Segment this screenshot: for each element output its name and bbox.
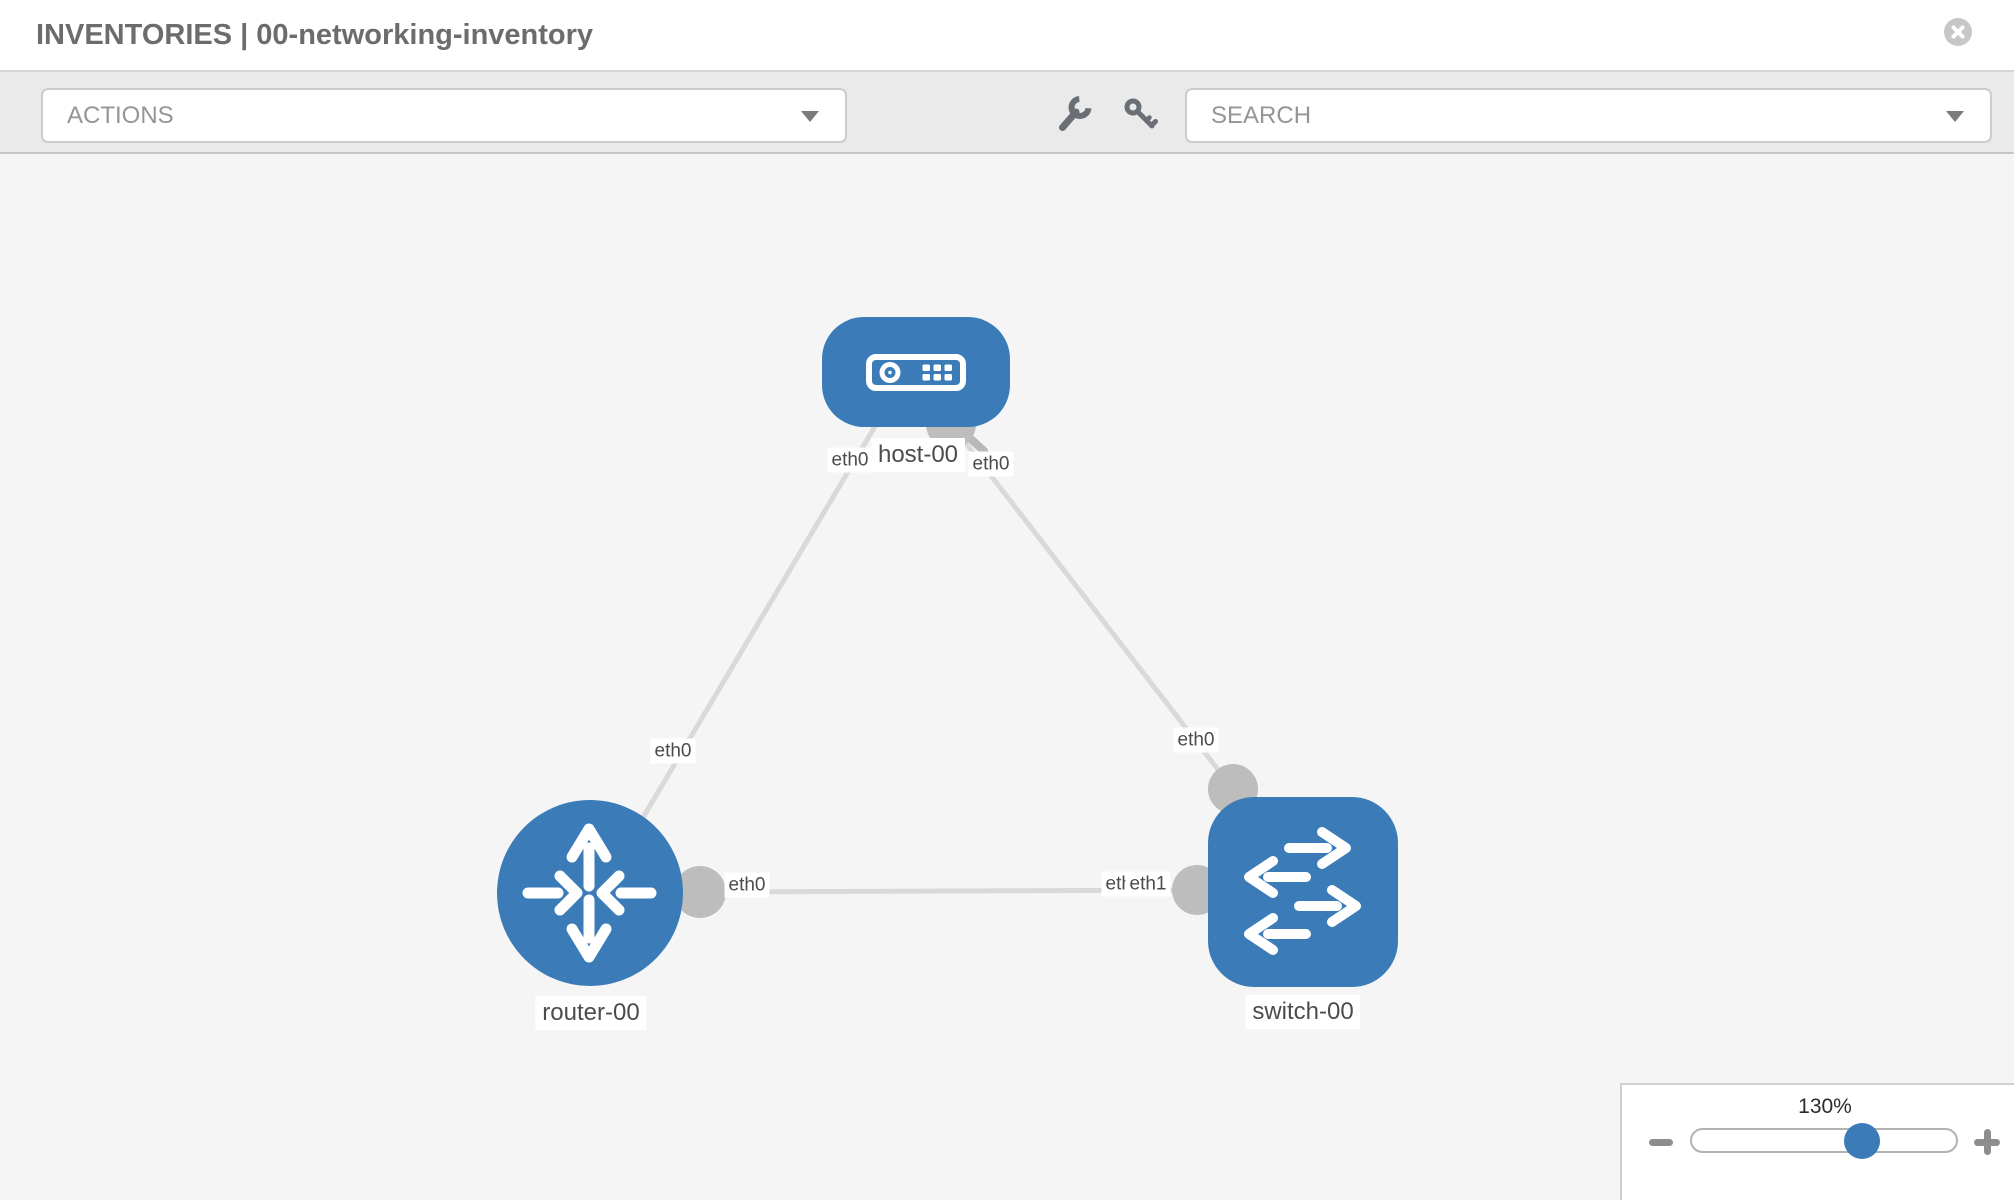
interface-circle-router-eth0[interactable]: [674, 866, 726, 918]
link-host-router[interactable]: [597, 394, 896, 892]
plus-icon: [1983, 1129, 1991, 1155]
host-icon: [866, 354, 966, 391]
minus-icon: [1649, 1139, 1673, 1146]
page-title: INVENTORIES | 00-networking-inventory: [36, 19, 594, 51]
zoom-slider-track[interactable]: [1690, 1128, 1958, 1153]
interface-label-host-to-switch: eth0: [968, 451, 1014, 477]
zoom-slider-thumb[interactable]: [1844, 1123, 1880, 1159]
chevron-down-icon: [801, 110, 819, 122]
topology-svg: [497, 317, 1398, 987]
node-label-router-00[interactable]: router-00: [535, 996, 647, 1030]
interface-label-router-to-host: eth0: [650, 738, 696, 764]
zoom-in-button[interactable]: [1970, 1125, 2004, 1159]
search-dropdown[interactable]: SEARCH: [1185, 88, 1992, 143]
header: INVENTORIES | 00-networking-inventory: [0, 0, 2014, 72]
router-icon: [522, 823, 657, 963]
node-router-00[interactable]: [497, 800, 683, 986]
close-icon: [1951, 25, 1965, 39]
key-icon: [1124, 98, 1158, 129]
interface-label-switch-to-host: eth0: [1173, 727, 1219, 753]
wrench-icon: [1059, 96, 1092, 131]
close-button[interactable]: [1944, 18, 1972, 46]
interface-label-host-to-router: eth0: [827, 447, 873, 473]
zoom-out-button[interactable]: [1644, 1129, 1678, 1155]
node-host-00[interactable]: [822, 317, 1010, 427]
interface-label-router-to-switch: eth0: [724, 872, 770, 898]
node-label-host-00[interactable]: host-00: [870, 438, 966, 472]
node-switch-00[interactable]: [1208, 797, 1398, 987]
node-label-switch-00[interactable]: switch-00: [1245, 995, 1361, 1029]
actions-dropdown[interactable]: ACTIONS: [41, 88, 847, 143]
toolbar: ACTIONS SEARCH: [0, 72, 2014, 154]
chevron-down-icon: [1946, 110, 1964, 122]
topology-canvas: host-00 router-00 switch-00 eth0 eth0 et…: [0, 154, 2014, 1200]
search-dropdown-label: SEARCH: [1211, 101, 1312, 129]
key-button[interactable]: [1120, 94, 1160, 134]
actions-dropdown-label: ACTIONS: [67, 101, 174, 129]
wrench-button[interactable]: [1054, 94, 1094, 134]
interface-label-switch-to-router: eth1: [1125, 871, 1171, 897]
zoom-level-label: 130%: [1798, 1095, 1852, 1118]
switch-icon: [1244, 827, 1361, 955]
zoom-panel: 130%: [1620, 1083, 2014, 1200]
